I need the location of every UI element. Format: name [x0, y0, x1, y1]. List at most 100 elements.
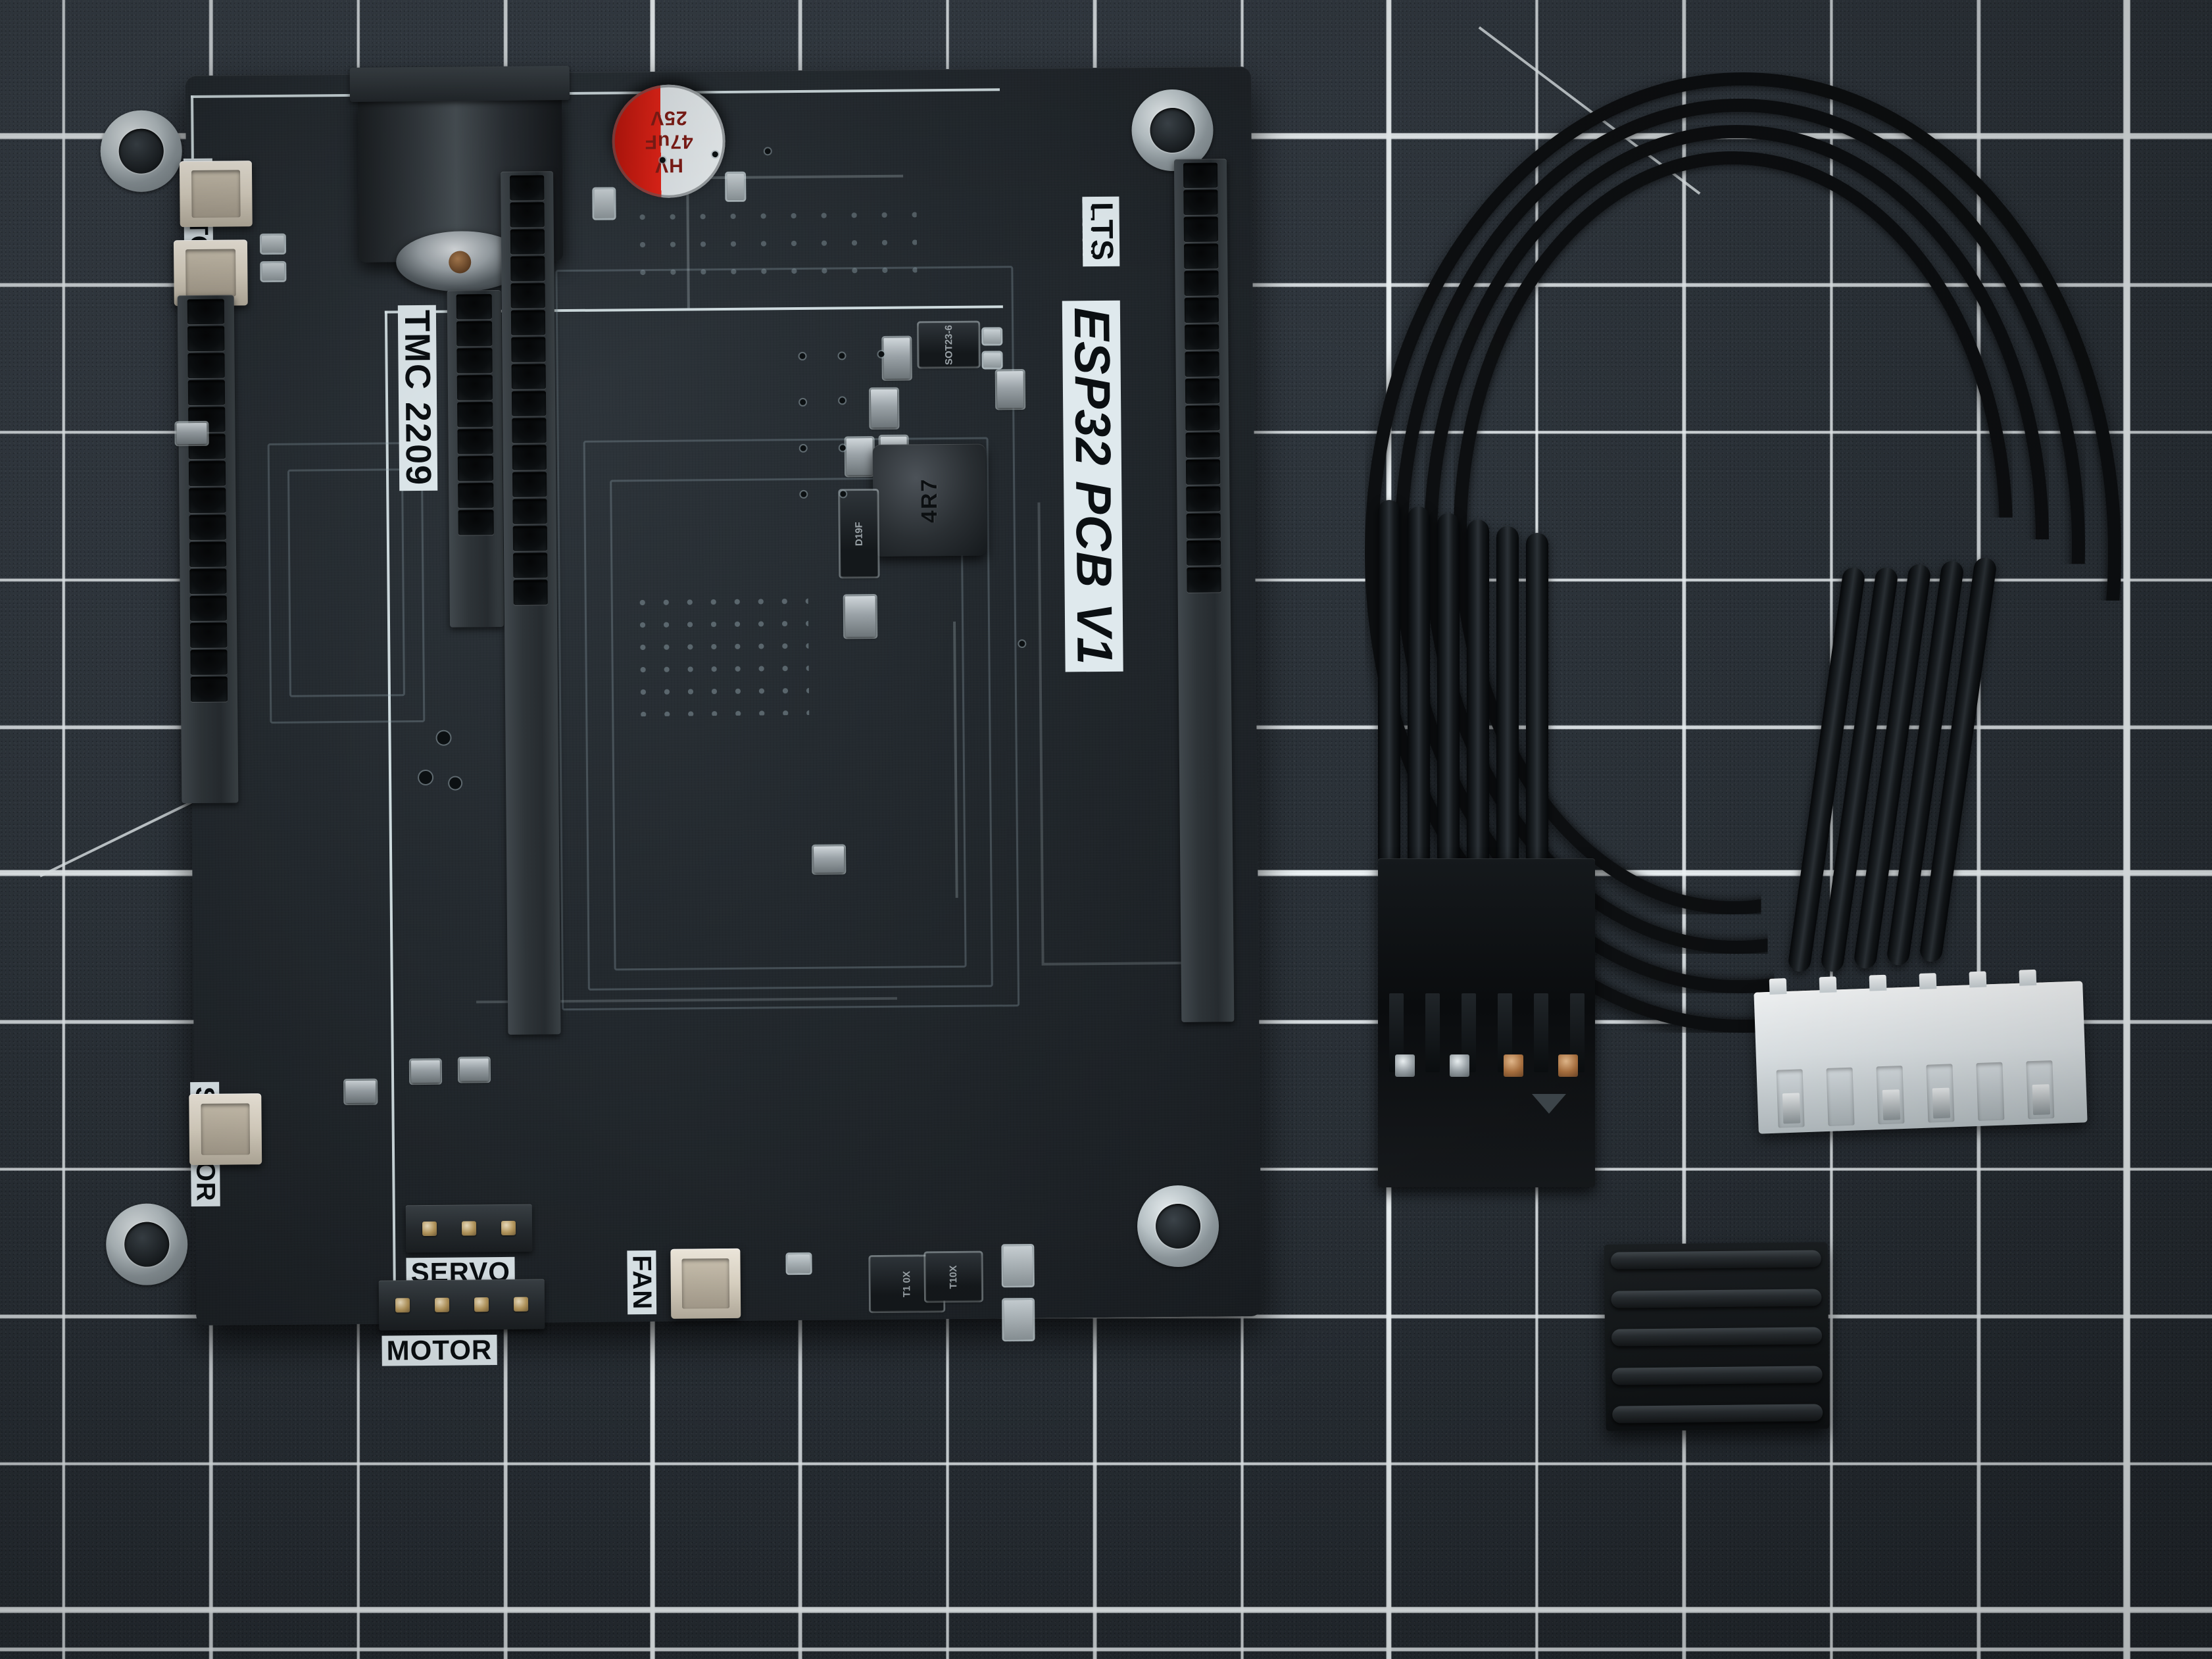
socket-pin [189, 595, 228, 622]
jst-nub [1869, 974, 1887, 991]
cable-leg-left-5 [1496, 526, 1519, 868]
fan-connector [670, 1248, 741, 1319]
heatsink [1604, 1242, 1830, 1431]
mounting-hole-top-left [100, 110, 183, 193]
regulator-marking: SOT23-6 [943, 324, 955, 365]
socket-pin [513, 580, 549, 605]
socket-pin [511, 364, 547, 389]
pcb-copper-region-e [287, 468, 405, 697]
dupont-slot [1389, 993, 1404, 1072]
motor-pin-1 [395, 1298, 410, 1313]
jst-nub [1819, 976, 1837, 993]
diode-marking: D19F [853, 521, 865, 546]
heatsink-fin [1611, 1288, 1822, 1308]
smd-res-r2 [345, 1080, 376, 1104]
dupont-connector-housing [1378, 858, 1595, 1187]
stepper-socket-right [447, 289, 504, 628]
jst-window [1976, 1062, 2005, 1122]
label-brand-design: DESIGN [1079, 198, 1096, 258]
via [839, 445, 846, 451]
pad-cluster-2 [1004, 1299, 1033, 1340]
jst-connector-housing [1754, 969, 2088, 1134]
socket-pin [456, 375, 493, 401]
motor-pin-4 [513, 1297, 529, 1312]
dupont-slot [1569, 993, 1585, 1072]
esp32-socket-left [501, 171, 561, 1035]
socket-pin [509, 175, 545, 201]
socket-pin [512, 472, 547, 497]
jst-terminal [2032, 1084, 2051, 1116]
smd-ic-regulator: SOT23-6 [919, 322, 979, 367]
label-board-title: ESP32 PCB V1 [1062, 300, 1123, 672]
cable-leg-left-4 [1467, 520, 1489, 868]
cable-leg-left-6 [1526, 533, 1548, 868]
socket-pin [1185, 459, 1221, 485]
dupont-terminal [1504, 1054, 1524, 1077]
socket-pin [189, 649, 228, 676]
transistor-marking: T1 0X [901, 1270, 913, 1297]
socket-pin [1186, 513, 1221, 539]
jst-terminal [1932, 1087, 1951, 1119]
heatsink-fin [1610, 1250, 1821, 1270]
transistor-q2-marking: T10X [948, 1264, 960, 1289]
sensor-connector [189, 1093, 262, 1166]
esp32-socket-right [1173, 159, 1235, 1022]
smd-transistor-q2: T10X [925, 1252, 982, 1301]
power-inductor: 4R7 [872, 443, 987, 557]
socket-pin [511, 418, 547, 443]
socket-pin [456, 294, 493, 320]
capacitor-value-label: 47uF [644, 130, 693, 153]
socket-pin [1184, 297, 1219, 323]
socket-pin [1183, 162, 1218, 188]
tmc-via-3 [449, 777, 462, 789]
heatsink-fin [1611, 1365, 1823, 1385]
mounting-hole-bottom-left [105, 1203, 188, 1286]
socket-pin [187, 299, 225, 325]
label-fan: FAN [627, 1250, 657, 1315]
capacitor-pad-right [727, 173, 745, 200]
via [800, 445, 806, 451]
dupont-terminal [1395, 1054, 1415, 1077]
fan-connector-cavity [681, 1258, 730, 1309]
socket-pin [512, 499, 548, 524]
via [1019, 640, 1025, 647]
pad-cluster-1 [1003, 1245, 1033, 1286]
via [764, 148, 771, 155]
pad-cluster-3 [787, 1254, 810, 1274]
capacitor-pad-left [594, 189, 614, 218]
dupont-slot [1497, 993, 1512, 1072]
socket-pin [510, 256, 545, 282]
smd-diode-d1: D19F [840, 490, 878, 577]
socket-pin [1183, 189, 1219, 215]
barrel-jack-housing-top [349, 66, 570, 102]
heatsink-fin [1612, 1404, 1823, 1424]
socket-pin [457, 429, 493, 455]
regulator-pad-1 [983, 329, 1001, 344]
socket-pin [1185, 432, 1221, 458]
jst-nub [1969, 971, 1987, 988]
socket-pin [458, 483, 494, 508]
socket-pin [1185, 378, 1220, 404]
socket-pin [457, 456, 494, 482]
dupont-slot [1533, 993, 1548, 1072]
sensor-connector-cavity [200, 1103, 251, 1155]
smd-cap-c6 [845, 595, 876, 637]
smd-cap-c1 [883, 337, 910, 379]
socket-pin [512, 445, 547, 470]
jst-terminal [1882, 1089, 1901, 1121]
smd-res-r4 [459, 1058, 489, 1081]
via [800, 399, 806, 405]
socket-pin [456, 348, 493, 374]
smd-res-r1 [814, 846, 845, 873]
dupont-terminal-row [1378, 1051, 1595, 1077]
socket-pin [510, 283, 546, 309]
jst-nub [1919, 973, 1937, 989]
jst-nub [1769, 978, 1787, 995]
via [800, 491, 807, 497]
via [659, 157, 666, 163]
socket-pin [187, 380, 226, 406]
dupont-slot [1461, 993, 1476, 1072]
socket-pin [190, 676, 228, 703]
jst-window [1826, 1067, 1855, 1126]
